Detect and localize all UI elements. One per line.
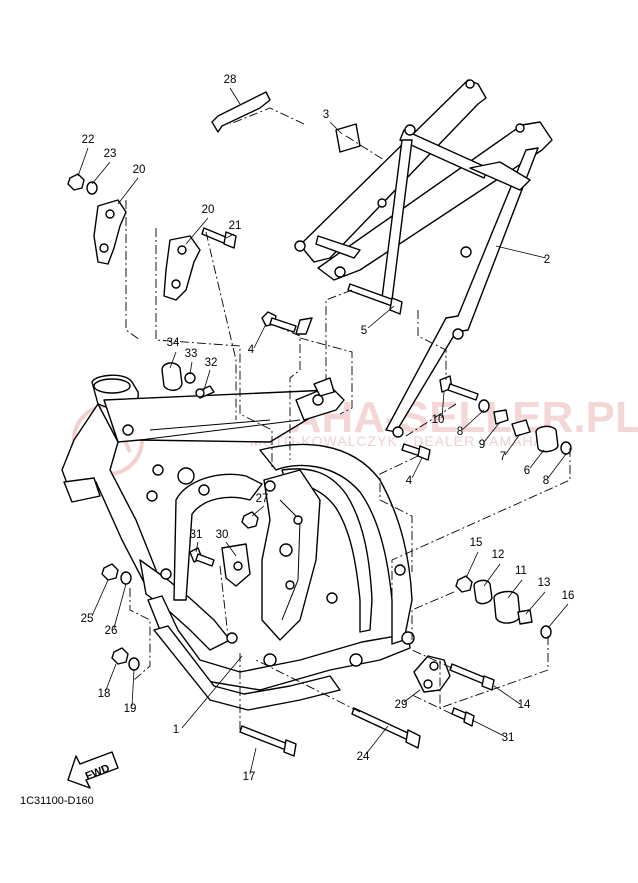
callout-c8b: 8 (543, 475, 549, 487)
nut-18[interactable] (111, 647, 129, 665)
washer-8-upper[interactable] (478, 399, 490, 413)
bolt-24[interactable] (351, 707, 421, 749)
clamp-34[interactable] (161, 362, 183, 391)
bolt-17[interactable] (239, 725, 297, 757)
callout-c14: 14 (518, 699, 531, 711)
bolt-14[interactable] (449, 663, 495, 691)
washer-23[interactable] (86, 181, 98, 195)
fwd-arrow-icon: FWD (67, 751, 119, 789)
callout-c5: 5 (361, 325, 367, 337)
bolt-21[interactable] (201, 227, 237, 249)
callout-c31b: 31 (502, 732, 515, 744)
callout-c15: 15 (470, 537, 483, 549)
callout-c4a: 4 (248, 344, 255, 356)
callout-c13: 13 (538, 577, 551, 589)
bolt-10[interactable] (439, 375, 479, 401)
washer-26[interactable] (120, 571, 132, 585)
collar-9[interactable] (493, 409, 509, 425)
callout-c6: 6 (524, 465, 530, 477)
callout-c27: 27 (256, 493, 269, 505)
diagram-code: 1C31100-D160 (20, 795, 94, 807)
bolt-32[interactable] (195, 385, 215, 399)
callout-c23: 23 (104, 148, 117, 160)
callout-c9: 9 (479, 439, 485, 451)
rear-subframe[interactable] (294, 79, 553, 438)
washer-19[interactable] (128, 657, 140, 671)
callout-labels: 1234456788910111213141516171819202021222… (81, 74, 575, 783)
callout-c22: 22 (82, 134, 95, 146)
bolt-31-left[interactable] (189, 547, 215, 567)
callout-c26: 26 (105, 625, 118, 637)
nut-22[interactable] (67, 173, 85, 191)
callout-c25: 25 (81, 613, 94, 625)
callout-c17: 17 (243, 771, 256, 783)
callout-c20a: 20 (133, 164, 146, 176)
collar-12[interactable] (473, 579, 493, 605)
callout-c10: 10 (432, 414, 445, 426)
pad-3[interactable] (335, 123, 361, 153)
callout-c20b: 20 (202, 204, 215, 216)
bracket-29[interactable] (413, 655, 451, 693)
callout-c31a: 31 (190, 529, 203, 541)
callout-c21: 21 (229, 220, 242, 232)
callout-c29: 29 (395, 699, 408, 711)
callout-c28: 28 (224, 74, 237, 86)
main-frame[interactable] (61, 374, 415, 711)
nut-25[interactable] (101, 563, 119, 581)
callout-c7: 7 (500, 451, 506, 463)
callout-c1: 1 (173, 724, 179, 736)
callout-c16: 16 (562, 590, 575, 602)
callout-c12: 12 (492, 549, 505, 561)
collar-7[interactable] (511, 419, 531, 437)
bushing-11[interactable] (493, 590, 521, 624)
nut-15[interactable] (455, 575, 473, 593)
bolt-5[interactable] (347, 283, 403, 315)
callout-c32: 32 (205, 357, 218, 369)
callout-c3: 3 (323, 109, 329, 121)
callout-c4b: 4 (406, 475, 413, 487)
bolt-4-upper[interactable] (261, 311, 297, 333)
bushing-6[interactable] (535, 425, 559, 453)
callout-c19: 19 (124, 703, 137, 715)
callout-c8a: 8 (457, 426, 463, 438)
assembly-lines (125, 107, 571, 730)
callout-c33: 33 (185, 348, 198, 360)
washer-16[interactable] (540, 625, 552, 639)
callout-c34: 34 (167, 337, 180, 349)
bracket-28[interactable] (211, 91, 271, 133)
bolt-31-right[interactable] (451, 707, 475, 727)
bolt-4-lower[interactable] (401, 443, 431, 461)
nut-27[interactable] (241, 511, 259, 529)
leader-lines (77, 87, 569, 775)
collar-13[interactable] (517, 609, 533, 625)
callout-c2: 2 (544, 254, 550, 266)
washer-8-lower[interactable] (560, 441, 572, 455)
callout-c18: 18 (98, 688, 111, 700)
watermark-sub: MOTO-KOWALCZYK · DEALER YAMAHA (250, 433, 544, 449)
callout-c24: 24 (357, 751, 370, 763)
collar-33[interactable] (184, 372, 196, 384)
callout-c30: 30 (216, 529, 229, 541)
callout-c11: 11 (515, 565, 527, 577)
